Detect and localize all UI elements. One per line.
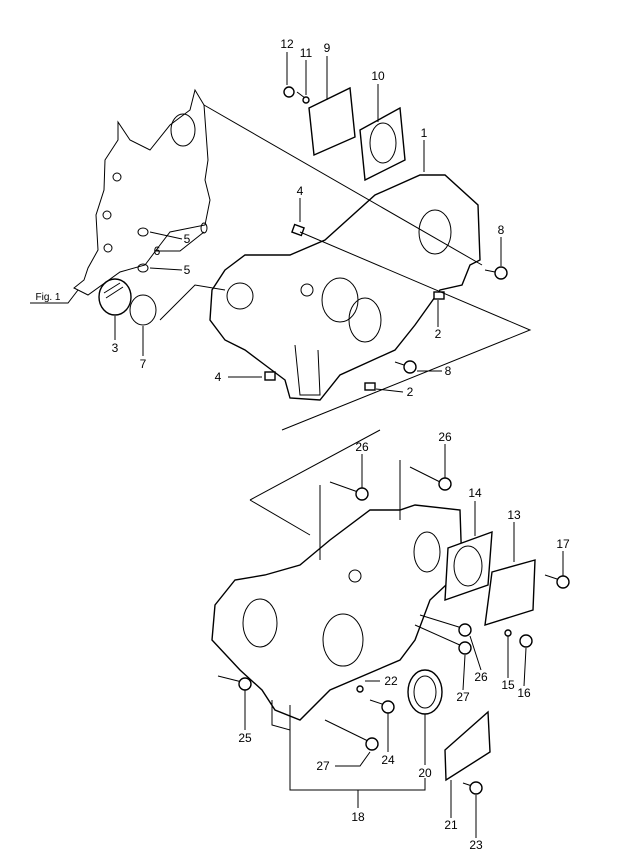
lower-gaskets <box>407 530 536 782</box>
lower-bolts <box>217 466 570 795</box>
callout-22: 22 <box>384 674 398 688</box>
callout-24: 24 <box>381 753 395 767</box>
callout-14: 14 <box>468 486 482 500</box>
lower-leader-lines <box>244 429 564 838</box>
callout-23: 23 <box>469 838 483 852</box>
callout-25: 25 <box>238 731 252 745</box>
gasket-10 <box>359 106 406 182</box>
callout-2: 2 <box>435 327 442 341</box>
callout-21: 21 <box>444 818 458 832</box>
callout-6: 6 <box>154 244 161 258</box>
callout-13: 13 <box>507 508 521 522</box>
callout-labels: 12 11 9 10 1 4 8 5 6 5 Fig. 1 3 7 2 8 4 … <box>35 37 570 852</box>
callout-27b: 27 <box>316 759 330 773</box>
callout-2b: 2 <box>407 385 414 399</box>
callout-8b: 8 <box>445 364 452 378</box>
o-rings <box>98 222 208 326</box>
callout-7: 7 <box>140 357 147 371</box>
callout-12: 12 <box>280 37 294 51</box>
callout-15: 15 <box>501 678 515 692</box>
callout-16: 16 <box>517 686 531 700</box>
callout-8: 8 <box>498 223 505 237</box>
callout-1: 1 <box>421 126 428 140</box>
callout-17: 17 <box>556 537 570 551</box>
gear-case-housing <box>209 174 481 401</box>
callout-18: 18 <box>351 810 365 824</box>
front-cover <box>211 504 463 731</box>
upper-leader-lines <box>30 52 532 431</box>
callout-10: 10 <box>371 69 385 83</box>
callout-26: 26 <box>355 440 369 454</box>
cover-plate-9 <box>283 86 356 157</box>
callout-4: 4 <box>297 184 304 198</box>
callout-5: 5 <box>184 232 191 246</box>
callout-3: 3 <box>112 341 119 355</box>
back-plate <box>73 88 211 296</box>
callout-27: 27 <box>456 690 470 704</box>
figure-reference: Fig. 1 <box>35 292 60 303</box>
callout-26c: 26 <box>474 670 488 684</box>
callout-11: 11 <box>300 46 313 60</box>
callout-5b: 5 <box>184 263 191 277</box>
callout-4b: 4 <box>215 370 222 384</box>
callout-20: 20 <box>418 766 432 780</box>
callout-26b: 26 <box>438 430 452 444</box>
callout-9: 9 <box>324 41 331 55</box>
